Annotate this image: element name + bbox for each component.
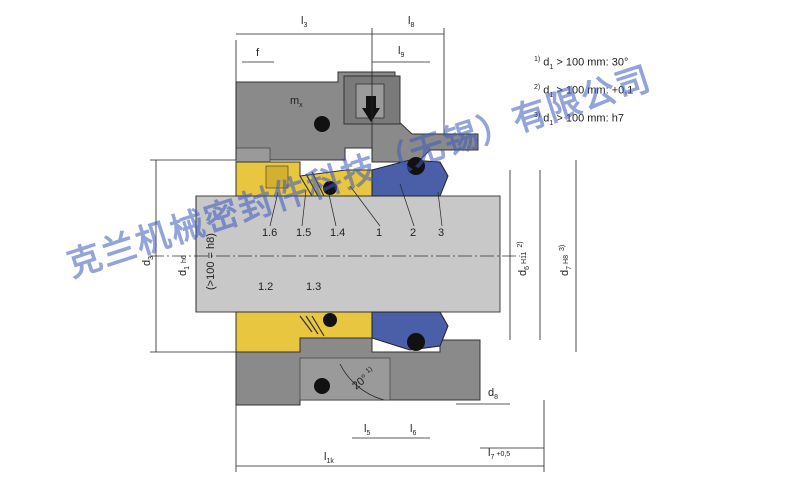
o-ring-seat-lower — [407, 333, 425, 351]
part-label: 1.4 — [330, 227, 345, 239]
part-label: 1.6 — [262, 227, 277, 239]
part-label: 3 — [438, 227, 444, 239]
part-label: 1.3 — [306, 281, 321, 293]
part-label: 1.5 — [296, 227, 311, 239]
footnotes: 1) d1 > 100 mm: 30° 2) d1 > 100 mm: +0.1… — [534, 50, 633, 134]
f-label: f — [256, 47, 260, 59]
shaft — [195, 195, 501, 313]
footnote: 3) d1 > 100 mm: h7 — [534, 111, 624, 127]
d3-label: d3 — [141, 256, 155, 266]
part-label: 2 — [410, 227, 416, 239]
footnote: 1) d1 > 100 mm: 30° — [534, 56, 629, 71]
d1-alt-label: (>100 = h8) — [205, 233, 217, 290]
l1k-label: l1k — [324, 451, 334, 465]
mx-label: mx — [290, 95, 303, 109]
d1-label: d1h6 — [177, 255, 191, 276]
l9-label: l9 — [398, 45, 404, 59]
d7-label: d7H83) — [559, 245, 573, 276]
arrow-down-icon — [362, 96, 380, 122]
part-label: 1.2 — [258, 281, 273, 293]
footnote: 2) d1 > 100 mm: +0.1 — [534, 83, 634, 99]
l6-label: l6 — [410, 423, 416, 437]
o-ring-housing — [314, 116, 330, 132]
o-ring-sleeve-lower — [323, 313, 337, 327]
o-ring-sleeve-upper — [323, 181, 337, 195]
rotating-unit-upper — [235, 161, 373, 197]
part-labels: 1.6 1.5 1.4 1 2 3 1.2 1.3 — [258, 183, 444, 293]
l3-label: l3 — [301, 15, 307, 29]
stationary-seat-lower — [371, 311, 449, 351]
o-ring-housing-lower — [314, 378, 330, 394]
d6-label: d6H112) — [517, 241, 531, 276]
d8-label: d8 — [488, 387, 498, 401]
o-ring-seat-upper — [407, 157, 425, 175]
housing-lower — [235, 337, 481, 406]
part-label: 1 — [376, 227, 382, 239]
l8-label: l8 — [408, 15, 414, 29]
l7-label: l7+0,5 — [488, 447, 510, 461]
dimension-lines — [150, 28, 577, 472]
l5-label: l5 — [364, 423, 370, 437]
